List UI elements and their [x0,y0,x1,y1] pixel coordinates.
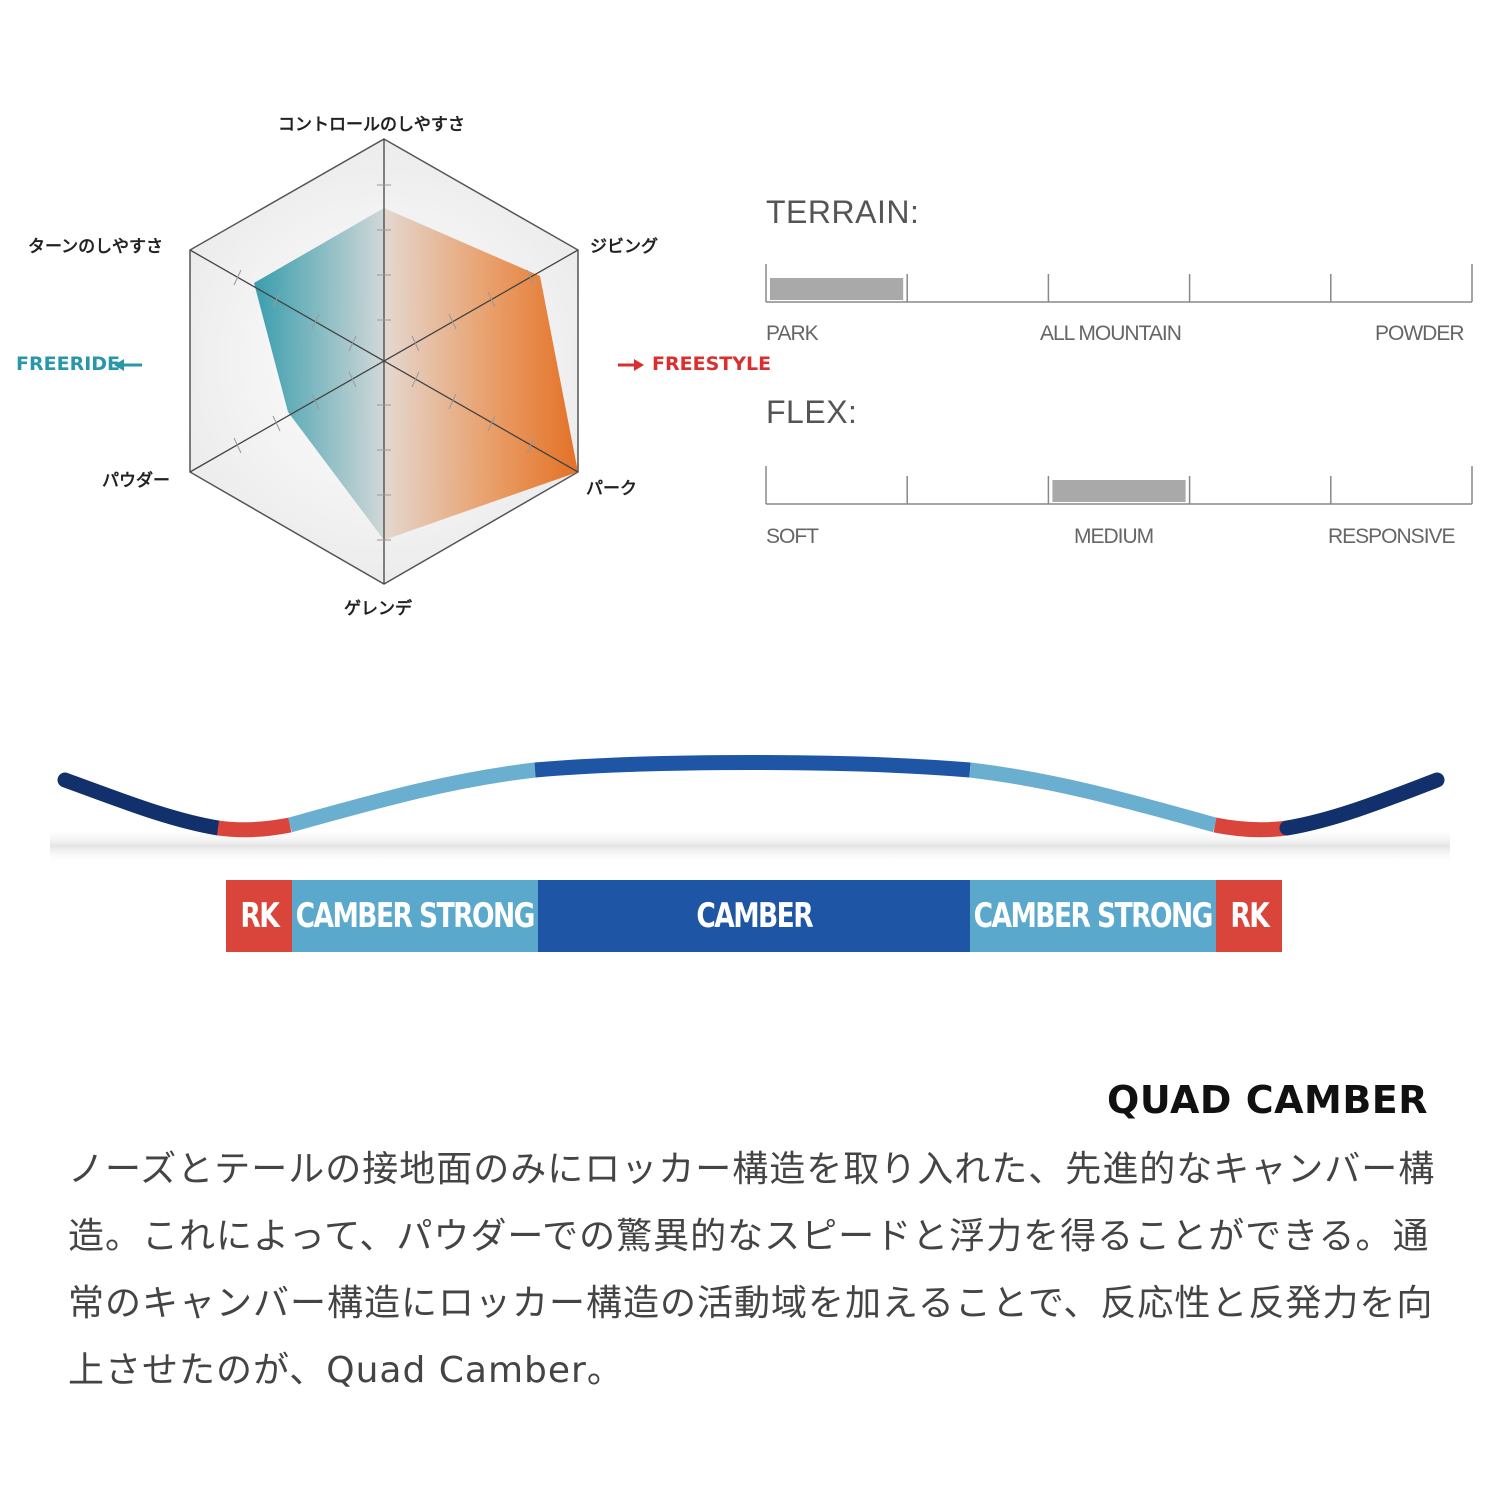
terrain-label-powder: POWDER [1375,322,1464,345]
terrain-range-bar [770,278,904,300]
freestyle-arrow-icon [618,359,644,371]
terrain-scale [765,264,1473,303]
segment-camber: CAMBER [538,880,970,952]
terrain-label-park: PARK [766,322,819,345]
camber-profile-bar: RK CAMBER STRONG CAMBER CAMBER STRONG RK [226,880,1282,952]
technology-title: QUAD CAMBER [1107,1078,1428,1122]
freeride-arrow-icon [114,359,142,371]
radar-axis-label-groomed: ゲレンデ [344,599,412,619]
radar-axis-label-powder: パウダー [102,471,170,491]
segment-rk-tail: RK [1216,880,1282,952]
segment-rk-nose: RK [226,880,292,952]
freeride-area [254,208,384,540]
technology-description: ノーズとテールの接地面のみにロッカー構造を取り入れた、先進的なキャンバー構造。こ… [68,1149,1436,1391]
flex-scale [765,466,1473,505]
segment-camber-strong-tail: CAMBER STRONG [970,880,1216,952]
flex-label-soft: SOFT [766,525,819,548]
segment-camber-strong-nose: CAMBER STRONG [292,880,538,952]
terrain-title: TERRAIN: [766,194,920,230]
freeride-label: FREERIDE [16,353,121,375]
flex-label-medium: MEDIUM [1074,525,1154,548]
radar-chart [114,138,644,585]
board-profile-illustration [50,755,1450,864]
freestyle-area [384,208,578,540]
radar-axis-label-control: コントロールのしやすさ [278,115,465,135]
flex-label-responsive: RESPONSIVE [1328,525,1456,548]
flex-range-bar [1052,480,1186,502]
radar-axis-label-park: パーク [586,479,637,499]
radar-axis-label-turning: ターンのしやすさ [28,237,163,257]
freestyle-label: FREESTYLE [652,353,772,375]
radar-axis-label-jibbing: ジビング [590,237,658,257]
terrain-label-all-mountain: ALL MOUNTAIN [1040,322,1182,345]
flex-title: FLEX: [766,394,858,430]
